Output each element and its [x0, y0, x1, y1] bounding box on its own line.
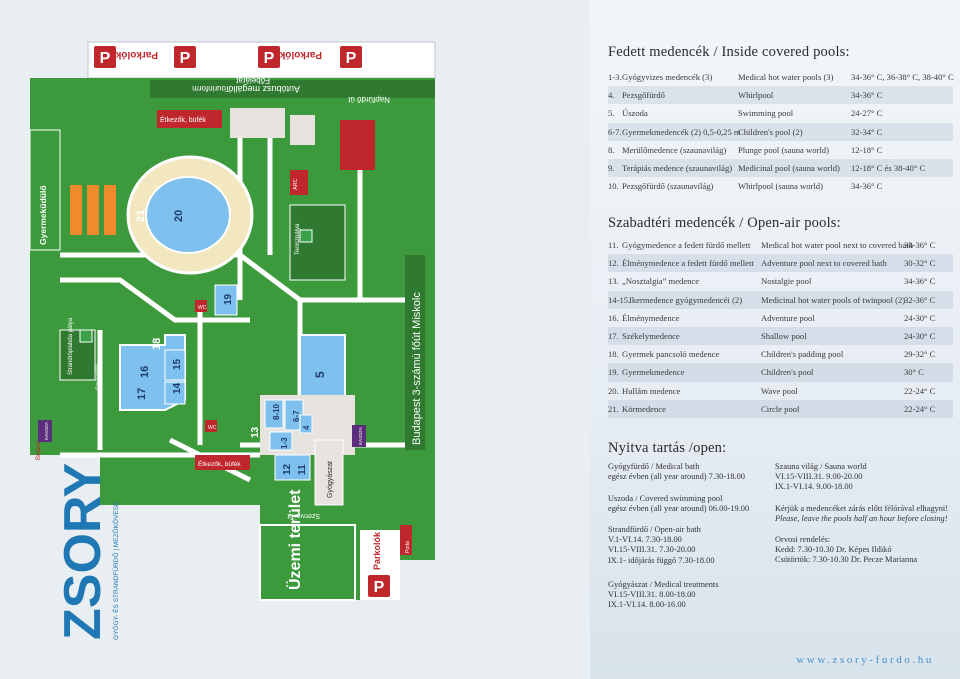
svg-text:12: 12	[282, 463, 293, 475]
closing-notice: Kérjük a medencéket zárás előtt félóráva…	[775, 504, 948, 524]
site-map-drawing: P Parkolók P P Parkolók P Gyermeküdülő A…	[29, 41, 436, 640]
table-row: 14-15.Ikermedence gyógymedencéi (2)Medic…	[608, 290, 953, 309]
label-etkezok-top: Étkezők, büfék	[160, 115, 206, 124]
table-row: 8.Merülőmedence (szaunavilág)Plunge pool…	[608, 144, 883, 155]
street-touriform: Tourinform	[192, 84, 230, 93]
doctor-hours: Orvosi rendelés: Kedd: 7.30-10.30 Dr. Ké…	[775, 535, 918, 565]
tennis-court	[289, 204, 346, 281]
table-row: 10.Pezsgőfürdő (szaunavilág)Whirlpool (s…	[608, 181, 883, 192]
street-napfurdo: Napfürdő út	[347, 95, 390, 104]
parking-sign-top-2: P	[174, 46, 196, 68]
label-etkezok-bottom: Étkezők, büfék	[198, 459, 241, 468]
svg-text:P: P	[346, 50, 357, 67]
building-fedett-furdo	[340, 120, 375, 170]
svg-text:13: 13	[250, 426, 261, 438]
svg-text:GYÓGY- ÉS STRANDFÜRDŐ | MEZŐKÖ: GYÓGY- ÉS STRANDFÜRDŐ | MEZŐKÖVESD	[111, 501, 120, 640]
covered-pools-list: 1-3.Gyógyvizes medencék (3)Medical hot w…	[608, 68, 954, 195]
svg-text:8-10: 8-10	[272, 403, 281, 420]
svg-text:Teniszpálya: Teniszpálya	[295, 223, 301, 255]
hours-swimming-pool: Uszoda / Covered swimming pool egész évb…	[608, 494, 750, 514]
street-autobusz: Autóbusz megálló	[228, 84, 300, 94]
svg-text:Porta: Porta	[405, 541, 411, 553]
site-map: P Parkolók P P Parkolók P Gyermeküdülő A…	[29, 41, 436, 640]
svg-text:1-3: 1-3	[280, 437, 289, 449]
svg-text:WC: WC	[208, 425, 217, 431]
svg-text:16: 16	[139, 366, 151, 378]
parking-sign-top-3: P	[258, 46, 280, 68]
svg-text:KASSZA: KASSZA	[358, 427, 363, 445]
svg-text:5: 5	[313, 371, 327, 378]
pool-5	[299, 334, 346, 406]
parking-label-1: Parkolók	[115, 49, 158, 60]
parking-sign-top-1: P	[94, 46, 116, 68]
svg-text:6-7: 6-7	[292, 410, 301, 422]
svg-text:11: 11	[297, 464, 308, 475]
svg-text:14: 14	[172, 382, 183, 394]
opening-hours-title: Nyitva tartás /open:	[608, 440, 727, 456]
parking-sign-top-4: P	[340, 46, 362, 68]
pool-20	[145, 176, 231, 254]
street-szenvai: Szenvai út	[287, 512, 320, 519]
svg-text:ARC: ARC	[293, 178, 299, 190]
parking-label-bottom: Parkolók	[372, 531, 382, 570]
svg-text:P: P	[264, 50, 275, 67]
hours-sauna-world: Szauna világ / Sauna world VI.15-VIII.31…	[775, 462, 867, 492]
svg-text:P: P	[180, 50, 191, 67]
svg-text:19: 19	[223, 293, 234, 305]
open-air-pools-title: Szabadtéri medencék / Open-air pools:	[608, 215, 841, 231]
svg-text:ZSORY: ZSORY	[54, 463, 112, 640]
uzemi-terulet	[259, 524, 356, 601]
svg-text:KASSZA: KASSZA	[44, 422, 49, 440]
hours-medical-treatments: Gyógyászat / Medical treatments VI.15-VI…	[608, 580, 719, 610]
svg-text:P: P	[374, 579, 385, 596]
website-link[interactable]: www.zsory-furdo.hu	[796, 654, 934, 666]
svg-text:4: 4	[302, 425, 311, 430]
info-panel: Fedett medencék / Inside covered pools: …	[590, 0, 960, 679]
hours-medical-bath: Gyógyfürdő / Medical bath egész évben (a…	[608, 462, 745, 482]
label-bejarat: Bejárat	[36, 441, 42, 460]
svg-text:WC: WC	[198, 305, 207, 311]
table-row: 1-3.Gyógyvizes medencék (3)Medical hot w…	[608, 72, 954, 82]
covered-pools-title: Fedett medencék / Inside covered pools:	[608, 44, 850, 60]
svg-text:15: 15	[172, 358, 183, 370]
pool-number-20: 20	[173, 210, 185, 222]
svg-text:P: P	[100, 50, 111, 67]
hours-open-air: Strandfürdő / Open-air bath V.1-VI.14. 7…	[608, 525, 715, 565]
label-gyermekudulo: Gyermeküdülő	[38, 185, 48, 245]
zsory-logo: ZSORY GYÓGY- ÉS STRANDFÜRDŐ | MEZŐKÖVESD	[54, 463, 120, 640]
street-fobejarat: Főbejárat	[235, 76, 270, 85]
label-strandroplabda: Strandröplabda pálya	[68, 317, 74, 375]
table-row: 9.Terápiás medence (szaunavilág)Medicina…	[608, 158, 953, 178]
svg-text:17: 17	[136, 388, 148, 400]
label-csuszda: Csúszdák	[96, 363, 102, 390]
pool-number-21: 21	[135, 210, 147, 222]
svg-text:Üzemi terület: Üzemi terület	[285, 489, 304, 590]
svg-text:18: 18	[151, 338, 163, 350]
label-gyogyaszat: Gyógyászat	[327, 461, 334, 498]
main-road-label: Budapest 3-számú főút Miskolc	[411, 292, 423, 445]
parking-label-2: Parkolók	[279, 49, 322, 60]
